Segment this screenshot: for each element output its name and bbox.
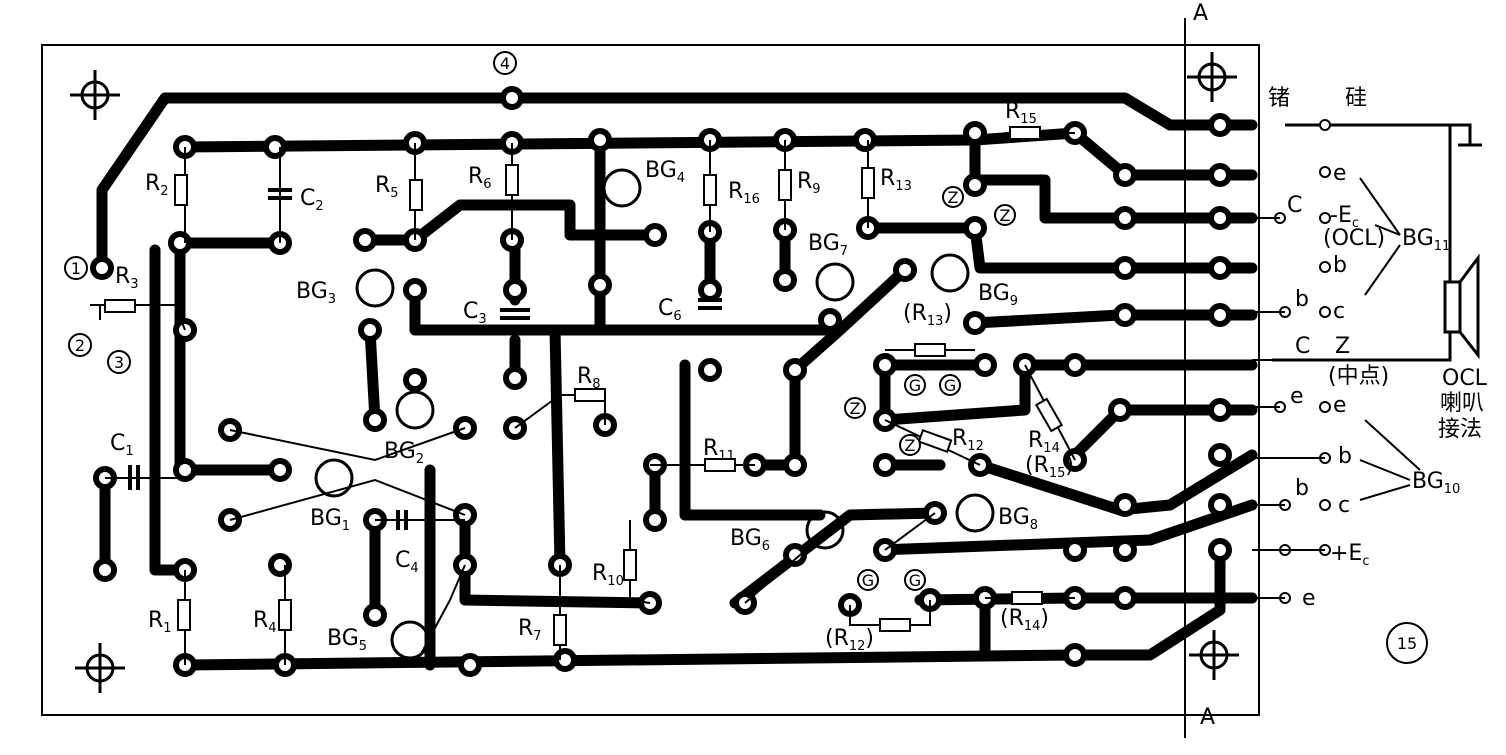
circled-pin-3-ring [107, 350, 131, 374]
resistor-label: R3 [115, 264, 139, 292]
circled-pin-3: 3 [114, 353, 124, 372]
transistor-label: BG9 [978, 281, 1018, 309]
capacitor-label: C4 [395, 548, 419, 576]
connector-pin-label: c [1333, 299, 1345, 324]
bg10-group-label: BG10 [1412, 469, 1460, 497]
circled-pin-1: 1 [71, 259, 81, 278]
capacitor-label: C1 [110, 431, 134, 459]
connector-pin-label: c [1338, 493, 1350, 518]
capacitor-label: C2 [300, 186, 324, 214]
connector-pin-label: Z [1335, 334, 1350, 359]
capacitor-label: C6 [658, 296, 682, 324]
resistor-label: R7 [518, 616, 542, 644]
section-marker-bottom: A [1200, 705, 1215, 730]
transistor-label: BG2 [384, 439, 424, 467]
circled-mark: G [909, 571, 921, 590]
mounting-hole-top-left [70, 70, 120, 120]
transistor-symbols [314, 168, 995, 660]
resistor-label: R5 [375, 173, 399, 201]
connector-pin-label: e [1333, 393, 1347, 418]
connector-pin-label: e [1302, 586, 1316, 611]
connector-pin-label: e [1290, 384, 1304, 409]
resistor-label: R15 [1005, 99, 1037, 127]
circled-mark: G [944, 376, 956, 395]
circled-mark-ring [994, 204, 1016, 226]
resistor-label: (R15) [1025, 453, 1074, 481]
connector-pin-label: e [1333, 161, 1347, 186]
bg11-group-label: BG11 [1402, 226, 1450, 254]
connector-pin-label: b [1338, 444, 1352, 469]
resistor-label: R13 [880, 166, 912, 194]
circled-pin-1-ring [64, 256, 88, 280]
resistor-label: R11 [703, 436, 735, 464]
ground-symbol-icon [1450, 123, 1482, 147]
connector-pin-label: b [1295, 287, 1309, 312]
capacitor-label: C3 [463, 299, 487, 327]
resistor-bodies [104, 126, 1064, 646]
mounting-hole-bottom-left [75, 643, 125, 693]
circled-mark-ring [857, 569, 879, 591]
circled-mark: Z [905, 436, 916, 455]
speaker-note-line: 接法 [1438, 417, 1482, 442]
circled-pin-2-ring [68, 333, 92, 357]
connector-pin-label: b [1333, 253, 1347, 278]
circled-mark-ring [899, 434, 921, 456]
resistor-label: R2 [145, 171, 169, 199]
connector-pin-label: (中点) [1328, 364, 1389, 389]
resistor-label: R8 [577, 364, 601, 392]
page-number-ring [1386, 622, 1428, 664]
connector-pin-label: b [1295, 476, 1309, 501]
resistor-label: R10 [592, 561, 624, 589]
circled-pin-2: 2 [75, 336, 85, 355]
circled-mark: Z [948, 188, 959, 207]
silicon-label: 硅 [1345, 86, 1367, 111]
circled-pin-4-ring [493, 51, 517, 75]
circled-mark: Z [850, 399, 861, 418]
speaker-note-line: OCL [1442, 366, 1488, 391]
circled-mark: G [862, 571, 874, 590]
connector-pin-label: C [1295, 334, 1310, 359]
transistor-label: BG4 [645, 158, 685, 186]
resistor-label: (R13) [903, 301, 952, 329]
transistor-label: BG7 [808, 231, 848, 259]
circled-mark-ring [942, 186, 964, 208]
mounting-hole-top-right [1187, 52, 1237, 102]
capacitor-symbols [128, 188, 722, 530]
circled-mark-ring [939, 374, 961, 396]
resistor-label: R14 [1028, 428, 1060, 456]
resistor-label: R9 [797, 169, 821, 197]
circled-mark-ring [844, 397, 866, 419]
resistor-label: R6 [468, 164, 492, 192]
resistor-label: R1 [148, 608, 172, 636]
circled-mark-ring [904, 374, 926, 396]
page-number: 15 [1397, 634, 1417, 653]
section-marker-top: A [1193, 1, 1208, 26]
transistor-label: BG6 [730, 526, 770, 554]
board-outline [41, 44, 1260, 716]
connector-pin-label: C [1287, 193, 1302, 218]
resistor-label: R12 [952, 426, 984, 454]
transistor-label: BG3 [296, 279, 336, 307]
mounting-hole-bottom-right [1189, 630, 1239, 680]
resistor-label: (R14) [1000, 606, 1049, 634]
resistor-label: R4 [253, 608, 277, 636]
circled-mark: G [909, 376, 921, 395]
germanium-label: 锗 [1268, 86, 1290, 111]
transistor-label: BG5 [327, 626, 367, 654]
connector-wires [1252, 177, 1421, 599]
transistor-label: BG8 [998, 505, 1038, 533]
transistor-label: BG1 [310, 506, 350, 534]
circled-mark-ring [904, 569, 926, 591]
circled-pin-4: 4 [500, 54, 510, 73]
connector-pin-label: (OCL) [1323, 226, 1385, 251]
resistor-label: (R12) [825, 626, 874, 654]
circled-mark: Z [1000, 206, 1011, 225]
speaker-note-line: 喇叭 [1440, 391, 1484, 416]
resistor-label: R16 [728, 179, 760, 207]
connector-pin-label: +Ec [1330, 541, 1370, 569]
